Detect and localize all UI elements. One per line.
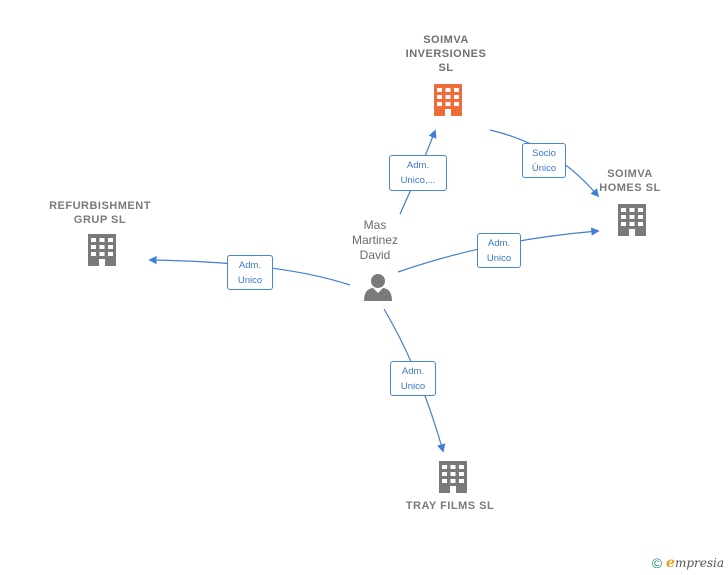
building-icon[interactable]: [88, 234, 116, 266]
empresia-logo[interactable]: empresia: [666, 555, 724, 571]
credit: © empresia: [652, 555, 724, 571]
edge-label-adm-unico-refurbishment: Adm. Unico: [227, 255, 273, 290]
edge-label-adm-unico-inversiones: Adm. Unico,...: [389, 155, 447, 191]
company-label-soimva-inversiones[interactable]: SOIMVA INVERSIONES SL: [405, 34, 487, 74]
edge-label-socio-unico: Socio Único: [522, 143, 566, 178]
company-label-tray-films[interactable]: TRAY FILMS SL: [405, 500, 495, 512]
edge-label-adm-unico-tray: Adm. Unico: [390, 361, 436, 396]
building-icon[interactable]: [618, 204, 646, 236]
edge-label-adm-unico-homes: Adm. Unico: [477, 233, 521, 268]
copyright-icon: ©: [651, 555, 663, 571]
company-label-refurbishment[interactable]: REFURBISHMENT GRUP SL: [49, 200, 151, 226]
building-icon[interactable]: [439, 461, 467, 493]
building-icon[interactable]: [434, 84, 462, 116]
person-icon[interactable]: [364, 274, 392, 301]
person-label[interactable]: Mas Martinez David: [351, 218, 398, 262]
company-label-soimva-homes[interactable]: SOIMVA HOMES SL: [599, 168, 661, 194]
